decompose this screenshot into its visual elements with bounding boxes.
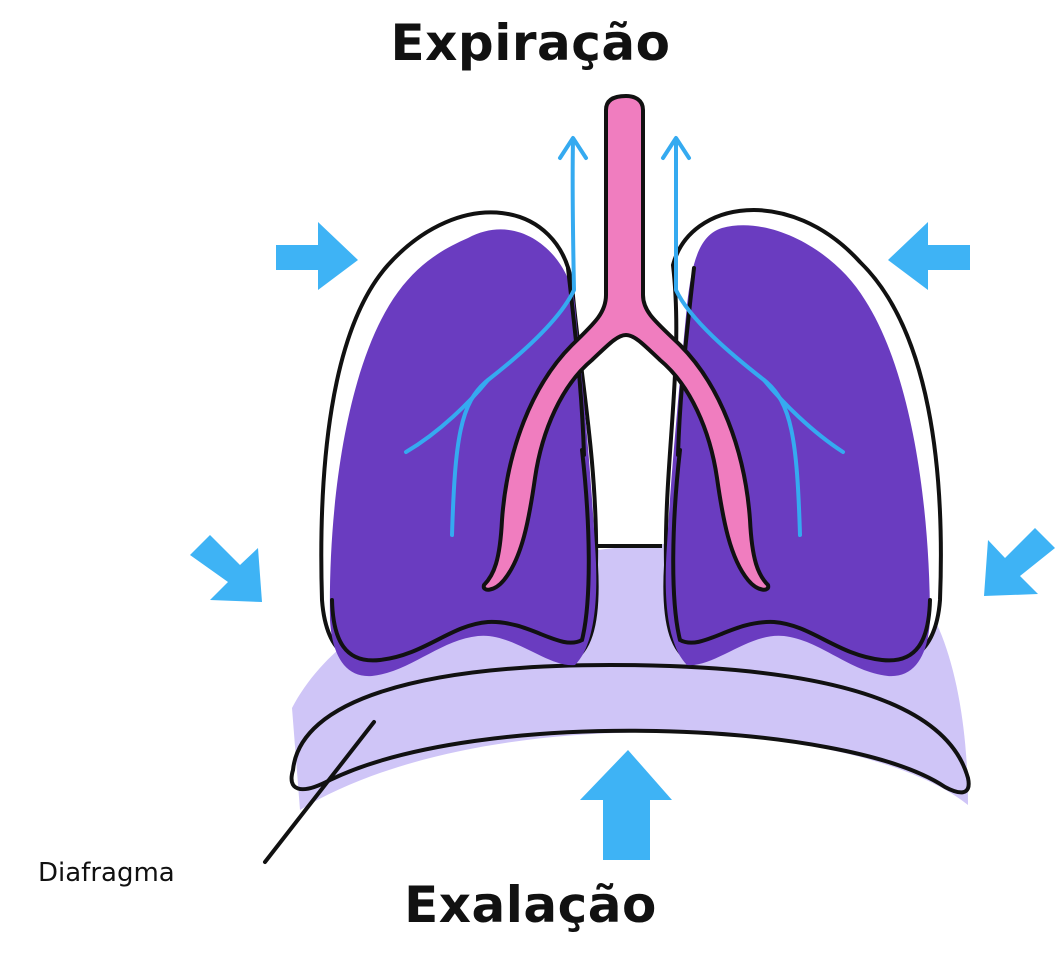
diaphragm-label: Diafragma <box>38 858 175 888</box>
right-lung <box>666 225 930 676</box>
compress-arrow-icon <box>888 222 970 290</box>
up-arrow-icon <box>580 750 672 860</box>
compress-arrow-icon <box>984 528 1055 596</box>
compress-arrow-icon <box>276 222 358 290</box>
compress-arrow-icon <box>190 535 262 602</box>
diagram-title-top: Expiração <box>0 14 1061 72</box>
